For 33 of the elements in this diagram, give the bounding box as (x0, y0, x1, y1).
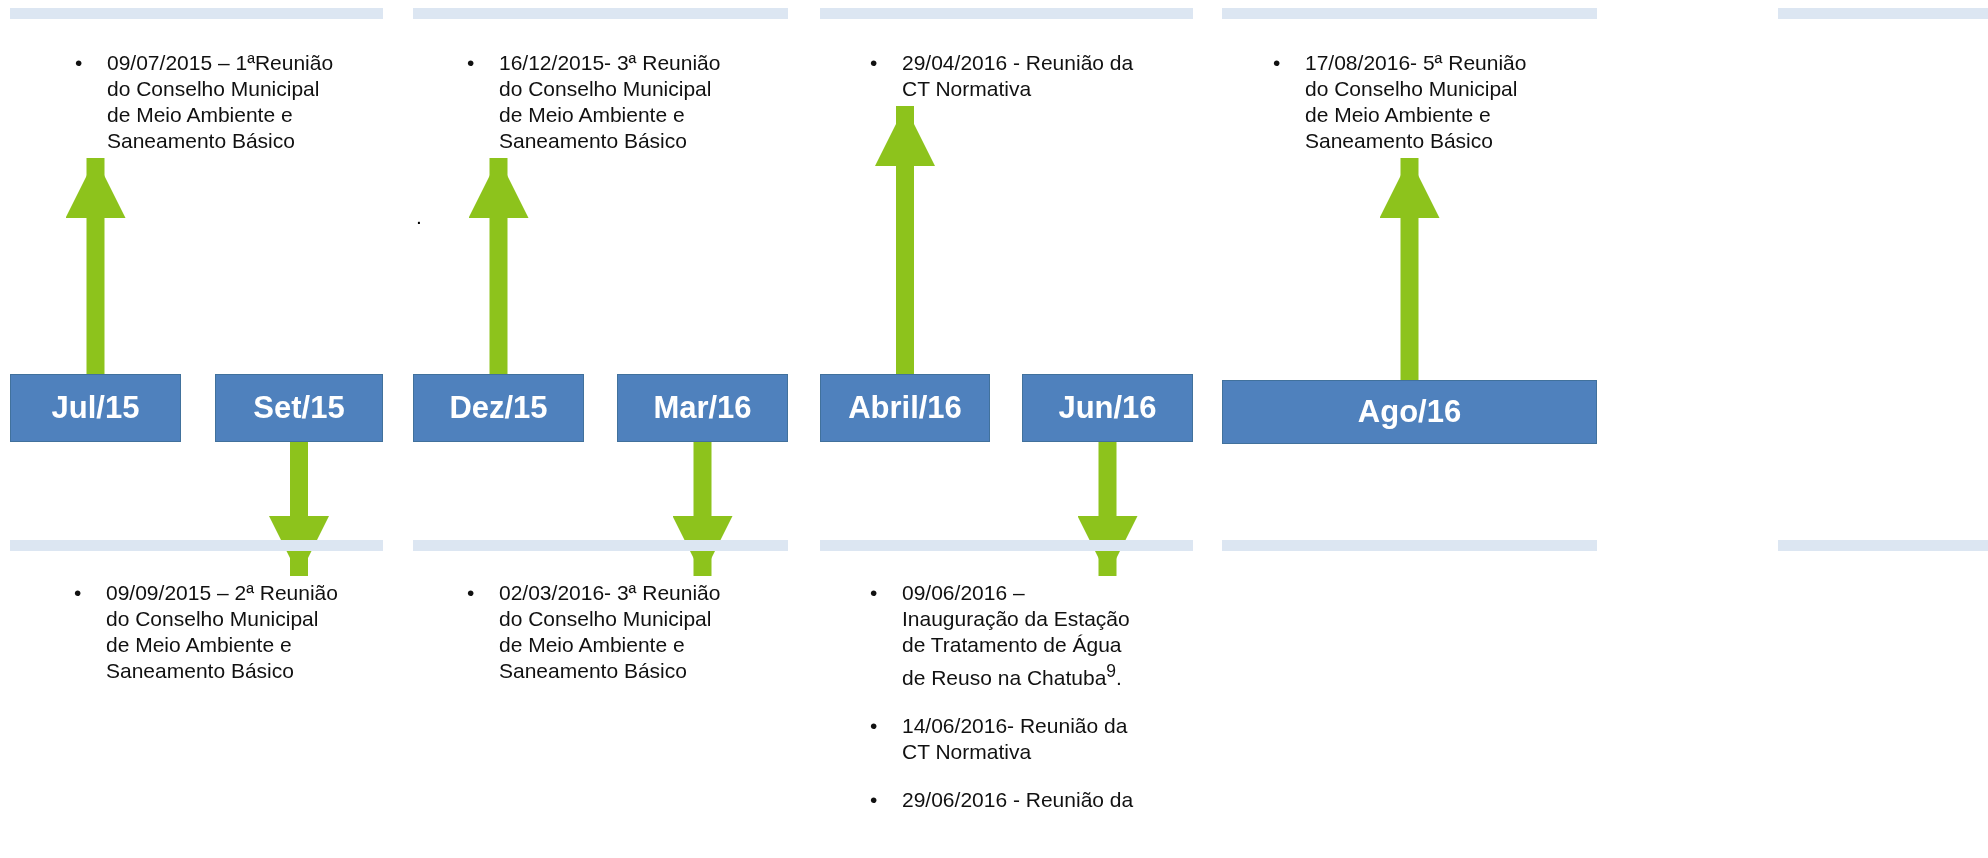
bullet-marker: • (870, 787, 879, 813)
bullet-marker: • (870, 580, 879, 606)
event-text: 16/12/2015- 3ª Reunião do Conselho Municipal de Meio Ambiente e Saneamento Básico (499, 50, 722, 154)
month-box: Jun/16 (1022, 374, 1193, 442)
arrow (468, 158, 529, 374)
event-text: 29/06/2016 - Reunião da (902, 787, 1135, 813)
arrow (65, 158, 126, 374)
month-box: Mar/16 (617, 374, 788, 442)
month-box: Jul/15 (10, 374, 181, 442)
month-box: Dez/15 (413, 374, 584, 442)
bullet-marker: • (1273, 50, 1282, 76)
event-text: 17/08/2016- 5ª Reunião do Conselho Municipal de Meio Ambiente e Saneamento Básico (1305, 50, 1528, 154)
event-text: 09/06/2016 – Inauguração da Estação de Tratamento de Água de Reuso na Chatuba$^{9}$. (902, 580, 1131, 691)
arrow (672, 442, 733, 576)
arrow (269, 442, 329, 576)
arrow (875, 106, 935, 374)
event-text: 29/04/2016 - Reunião da CT Normativa (902, 50, 1135, 102)
bullet-marker: • (870, 50, 879, 76)
note-text: . (416, 205, 422, 229)
event-text: 09/07/2015 – 1ªReunião do Conselho Municipal de Meio Ambiente e Saneamento Básico (107, 50, 335, 154)
bullet-marker: • (74, 580, 83, 606)
arrow (1077, 442, 1138, 576)
bullet-marker: • (467, 580, 476, 606)
month-box: Set/15 (215, 374, 383, 442)
arrow (1379, 158, 1440, 380)
bullet-marker: • (467, 50, 476, 76)
event-text: 02/03/2016- 3ª Reunião do Conselho Municipal de Meio Ambiente e Saneamento Básico (499, 580, 722, 684)
bullet-marker: • (870, 713, 879, 739)
bullet-marker: • (75, 50, 84, 76)
event-text: 14/06/2016- Reunião da CT Normativa (902, 713, 1129, 765)
month-box: Abril/16 (820, 374, 990, 442)
month-box: Ago/16 (1222, 380, 1597, 444)
event-text: 09/09/2015 – 2ª Reunião do Conselho Municipal de Meio Ambiente e Saneamento Básico (106, 580, 339, 684)
